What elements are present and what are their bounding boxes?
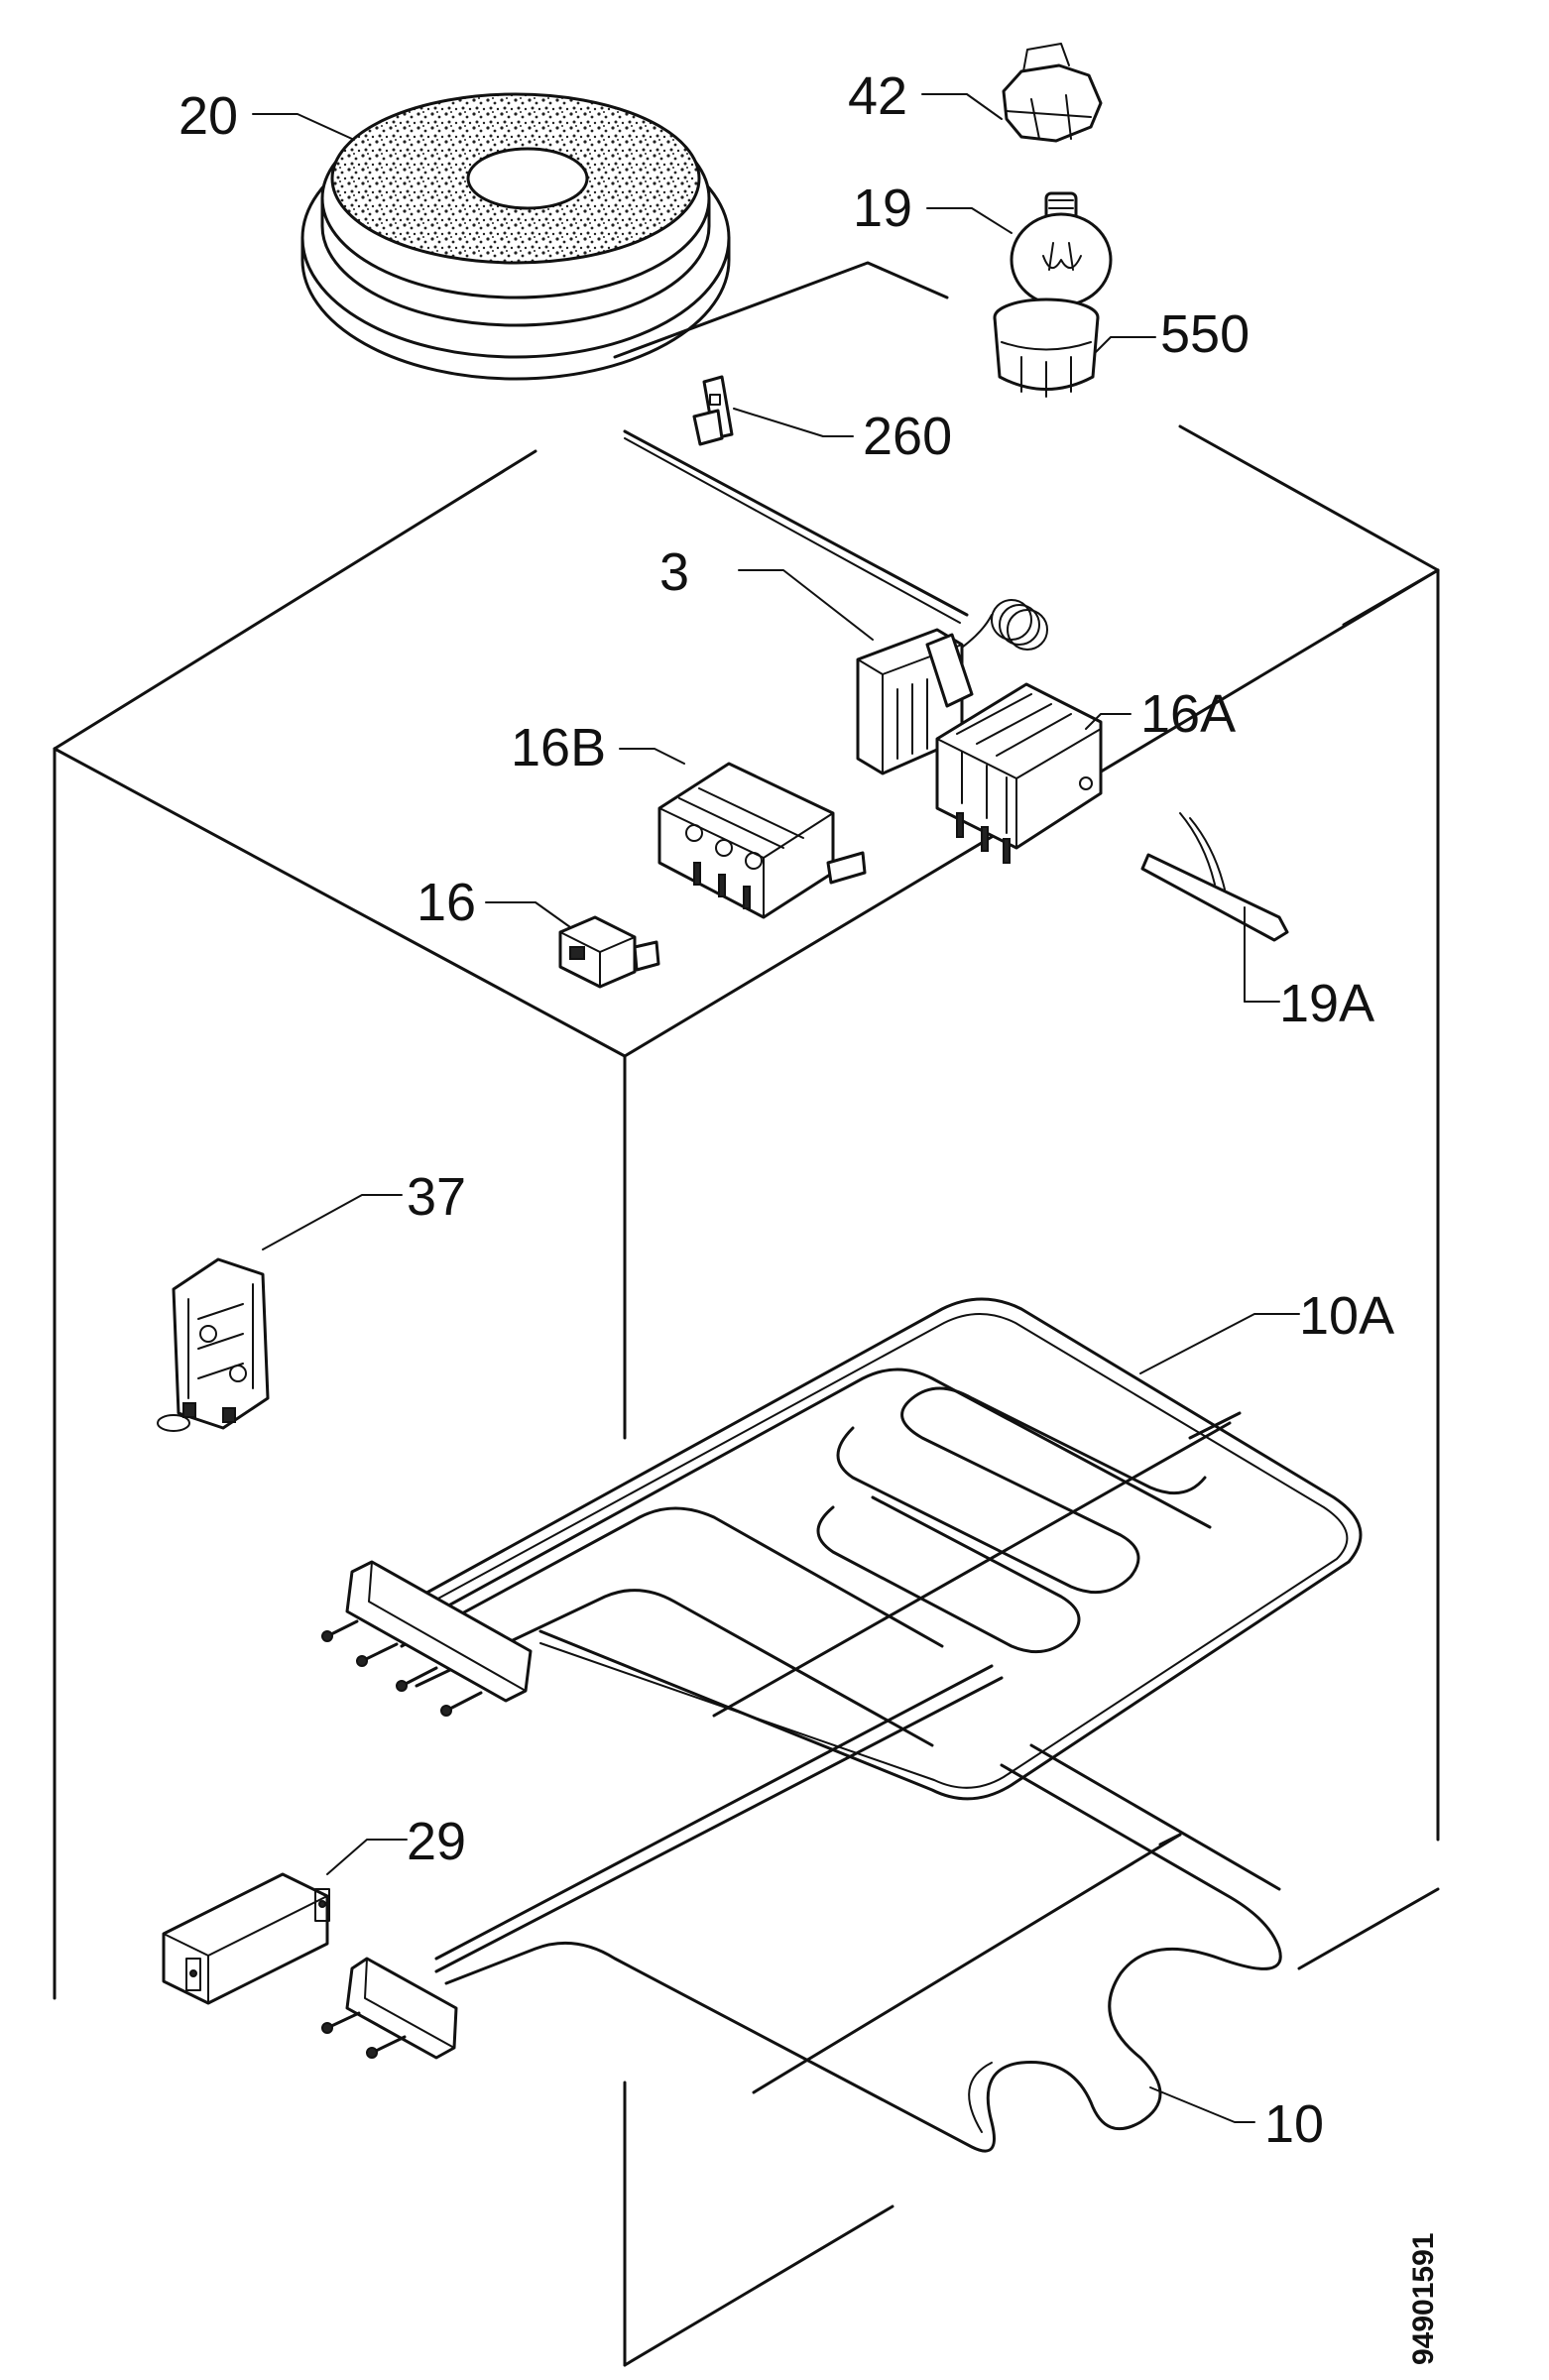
part-labels: 20 42 19 550 260 3 16A 16B 16 19A 37 10A… [179,66,1394,2154]
lamp-cover-42 [1002,43,1103,143]
label-19: 19 [853,178,912,238]
bottom-element-10 [321,1664,1282,2153]
label-16b: 16B [511,718,606,777]
document-number: 94901591 [1407,2233,1440,2365]
label-3: 3 [659,542,689,602]
door-lock-37 [157,1257,270,1432]
label-16a: 16A [1140,684,1236,744]
label-550: 550 [1160,304,1250,364]
label-20: 20 [179,86,238,146]
top-grill-element-10a [321,1297,1363,1801]
component-29 [162,1872,330,2005]
label-10: 10 [1264,2094,1324,2154]
label-42: 42 [848,66,907,126]
thermostat-3 [623,429,1048,775]
hotplate-20 [300,92,731,381]
lamp-bulb-19 [1010,191,1113,307]
lamp-holder-550 [993,298,1100,398]
push-switch-16 [558,915,660,989]
label-260: 260 [863,407,952,466]
label-16: 16 [417,873,476,932]
bracket-260 [692,375,734,446]
switch-16b [657,762,867,919]
label-29: 29 [407,1812,466,1871]
sensor-19a [1140,812,1289,942]
selector-switch-16a [935,682,1103,864]
label-19a: 19A [1279,974,1374,1033]
leader-lines [252,93,1300,2123]
label-37: 37 [407,1167,466,1227]
oven-cabinet-outline [53,261,1440,2367]
label-10a: 10A [1299,1286,1394,1346]
